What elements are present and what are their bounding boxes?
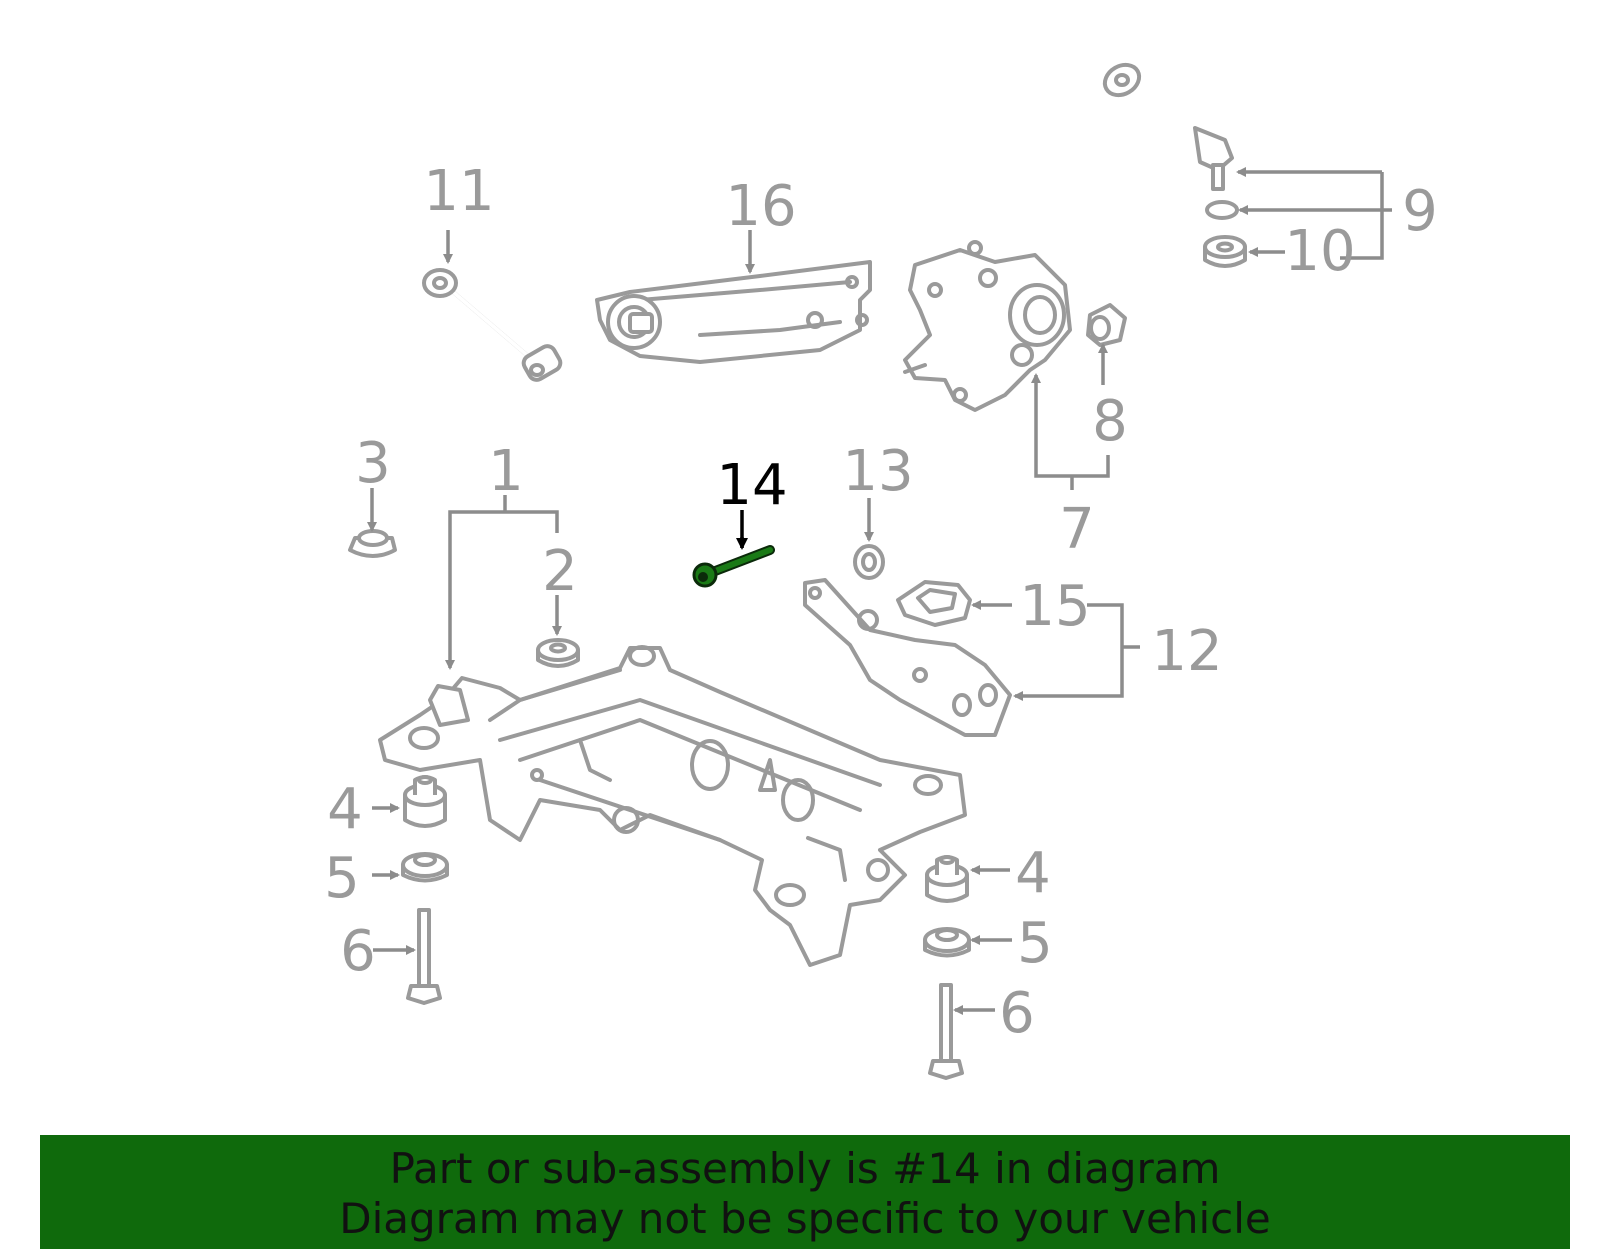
part-9-washer[interactable]	[1205, 200, 1239, 220]
part-3-mount[interactable]	[348, 529, 397, 558]
part-7-knuckle[interactable]	[903, 240, 1072, 412]
callout-4-right: 4	[1015, 841, 1051, 906]
callouts: 11 16 9 10 8 7 3 1 2 14 13 15 12 4 5 6 4…	[324, 159, 1438, 1046]
callout-10: 10	[1284, 219, 1355, 284]
callout-5-right: 5	[1017, 911, 1053, 976]
callout-15: 15	[1019, 574, 1090, 639]
part-5-washer-left[interactable]	[401, 852, 449, 883]
part-6-bolt-left[interactable]	[406, 908, 442, 1005]
callout-13: 13	[842, 439, 913, 504]
leader-lines	[367, 167, 1392, 1015]
callout-9: 9	[1402, 179, 1438, 244]
part-6-bolt-right[interactable]	[928, 983, 964, 1080]
part-13-washer[interactable]	[853, 544, 885, 580]
part-2-bushing[interactable]	[536, 638, 580, 668]
part-8-bushing[interactable]	[1086, 303, 1127, 347]
part-16-upper-arm[interactable]	[595, 260, 872, 364]
info-banner: Part or sub-assembly is #14 in diagram D…	[40, 1135, 1570, 1249]
part-5-washer-right[interactable]	[923, 927, 971, 958]
part-4-bushing-left[interactable]	[403, 775, 447, 828]
callout-6-right: 6	[999, 981, 1035, 1046]
part-14-bolt[interactable]	[692, 545, 775, 588]
callout-16: 16	[725, 174, 796, 239]
part-10-bushing[interactable]	[1203, 235, 1247, 268]
callout-5-left: 5	[324, 846, 360, 911]
part-4-bushing-right[interactable]	[925, 855, 969, 903]
callout-12: 12	[1151, 619, 1222, 684]
parts-diagram: 11 16 9 10 8 7 3 1 2 14 13 15 12 4 5 6 4…	[324, 59, 1438, 1080]
part-9-upper-link[interactable]	[1099, 59, 1234, 191]
part-11-link-rod[interactable]	[422, 268, 563, 383]
callout-3: 3	[355, 431, 391, 496]
callout-14: 14	[716, 453, 787, 518]
callout-7: 7	[1059, 497, 1095, 562]
part-15-cover[interactable]	[896, 580, 972, 627]
callout-11: 11	[423, 159, 494, 224]
callout-8: 8	[1092, 389, 1128, 454]
part-12-lower-arm[interactable]	[803, 578, 1012, 737]
callout-6-left: 6	[340, 919, 376, 984]
callout-4-left: 4	[327, 777, 363, 842]
part-1-subframe[interactable]	[378, 645, 967, 967]
callout-2: 2	[542, 539, 578, 604]
callout-1: 1	[488, 439, 524, 504]
banner-line-1: Part or sub-assembly is #14 in diagram	[389, 1144, 1221, 1193]
banner-line-2: Diagram may not be specific to your vehi…	[339, 1194, 1271, 1243]
